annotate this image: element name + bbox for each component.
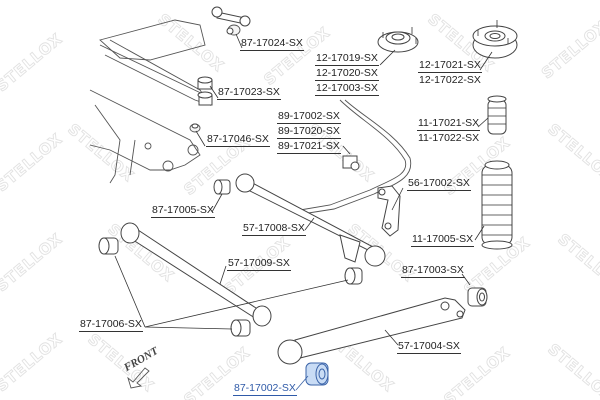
part-87-17046 <box>189 123 201 133</box>
label-87-17046-sx[interactable]: 87-17046-SX <box>206 133 270 147</box>
svg-text:STELLOX: STELLOX <box>154 10 227 76</box>
part-87-17023 <box>197 76 213 106</box>
label-57-17009-sx[interactable]: 57-17009-SX <box>227 257 291 271</box>
label-56-17002-sx[interactable]: 56-17002-SX <box>407 177 471 191</box>
svg-text:STELLOX: STELLOX <box>64 120 137 186</box>
leader-lines <box>114 33 493 391</box>
label-11-17022-sx[interactable]: 11-17022-SX <box>418 132 480 144</box>
label-87-17023-sx[interactable]: 87-17023-SX <box>217 86 281 100</box>
label-89-17020-sx[interactable]: 89-17020-SX <box>277 125 341 139</box>
label-87-17003-sx[interactable]: 87-17003-SX <box>401 264 465 278</box>
svg-text:STELLOX: STELLOX <box>538 17 600 83</box>
part-57-17008 <box>235 173 386 267</box>
part-87-17006 <box>98 237 363 337</box>
svg-text:STELLOX: STELLOX <box>0 330 66 396</box>
label-89-17002-sx[interactable]: 89-17002-SX <box>277 110 341 124</box>
label-87-17005-sx[interactable]: 87-17005-SX <box>151 204 215 218</box>
label-87-17024-sx[interactable]: 87-17024-SX <box>240 37 304 51</box>
part-11-17005 <box>481 160 513 250</box>
part-56-17002 <box>377 185 401 237</box>
svg-text:STELLOX: STELLOX <box>0 230 66 296</box>
front-arrow-icon <box>127 367 150 389</box>
label-12-17003-sx[interactable]: 12-17003-SX <box>315 82 379 96</box>
label-57-17004-sx[interactable]: 57-17004-SX <box>397 340 461 354</box>
label-12-17021-sx[interactable]: 12-17021-SX <box>418 59 482 73</box>
svg-text:STELLOX: STELLOX <box>544 340 600 400</box>
part-87-17024 <box>211 6 251 36</box>
svg-text:STELLOX: STELLOX <box>544 120 600 186</box>
part-87-17003 <box>467 287 488 307</box>
label-87-17002-sx-highlighted[interactable]: 87-17002-SX <box>233 382 297 396</box>
part-57-17009 <box>120 222 272 327</box>
label-12-17020-sx[interactable]: 12-17020-SX <box>315 67 379 81</box>
label-11-17005-sx[interactable]: 11-17005-SX <box>411 233 475 247</box>
svg-text:STELLOX: STELLOX <box>554 230 600 296</box>
part-12-17019 <box>377 27 419 53</box>
part-57-17004 <box>277 297 466 365</box>
label-12-17022-sx[interactable]: 12-17022-SX <box>419 74 481 86</box>
label-12-17019-sx[interactable]: 12-17019-SX <box>315 52 379 66</box>
label-87-17006-sx[interactable]: 87-17006-SX <box>79 318 143 332</box>
subframe <box>89 19 212 184</box>
part-89-17002 <box>342 155 360 171</box>
part-12-17021 <box>472 20 518 59</box>
label-89-17021-sx[interactable]: 89-17021-SX <box>277 140 341 154</box>
label-57-17008-sx[interactable]: 57-17008-SX <box>242 222 306 236</box>
part-87-17002-highlighted[interactable] <box>305 362 329 386</box>
svg-text:STELLOX: STELLOX <box>0 130 66 196</box>
label-11-17021-sx[interactable]: 11-17021-SX <box>417 117 481 131</box>
part-11-17021 <box>487 95 507 135</box>
part-87-17005 <box>213 179 231 195</box>
svg-text:STELLOX: STELLOX <box>0 30 66 96</box>
